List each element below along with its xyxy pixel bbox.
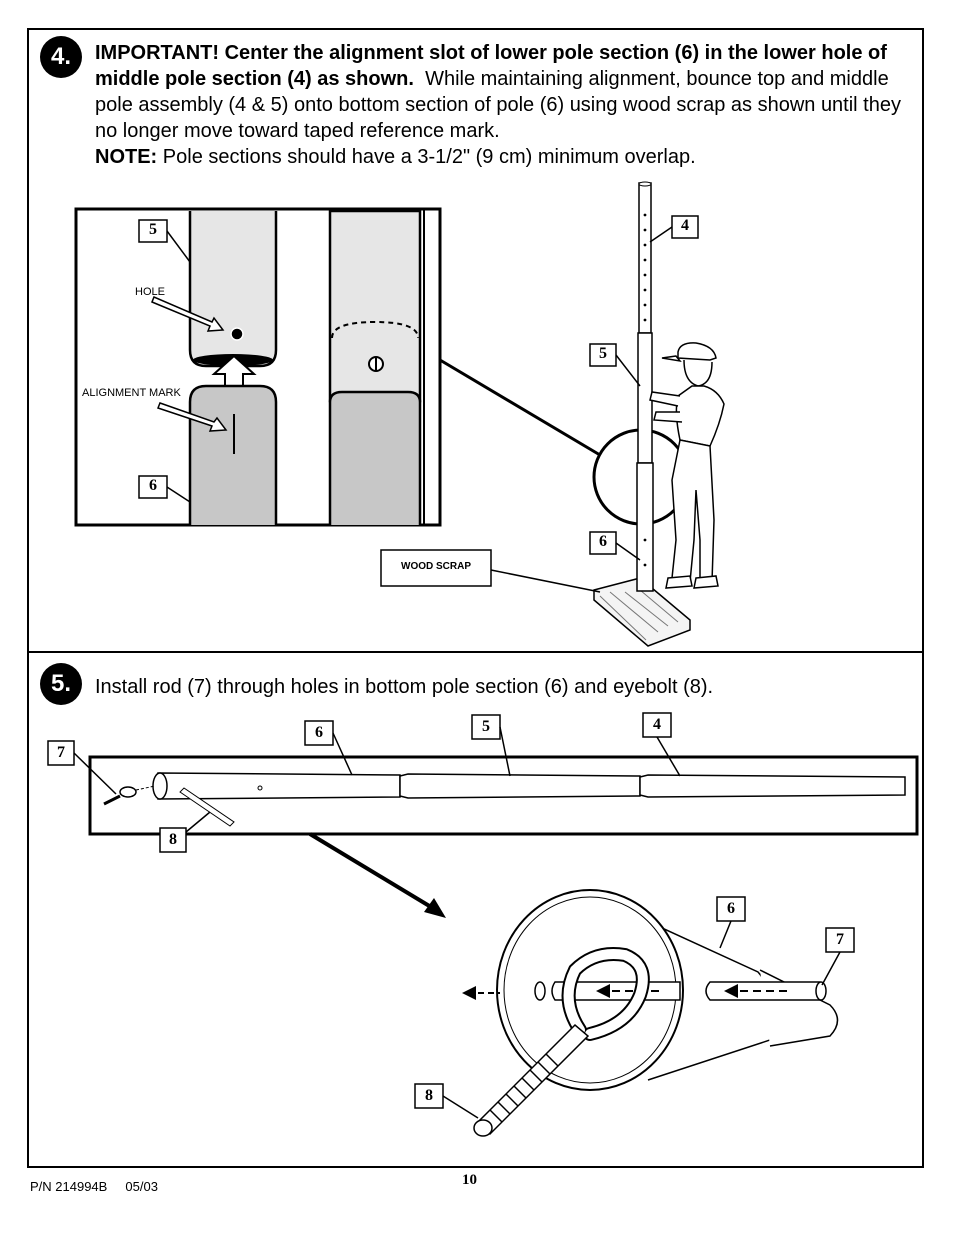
alignment-pointer-icon	[157, 402, 228, 432]
callout-detail-6: 6	[149, 477, 157, 494]
rod-outside-icon	[705, 981, 825, 1001]
callout-rod-7: 7	[57, 744, 65, 761]
revision-date: 05/03	[125, 1179, 158, 1194]
callout-section-5: 5	[482, 718, 490, 735]
step-4-instructions: IMPORTANT! Center the alignment slot of …	[95, 40, 905, 170]
horizontal-section-4	[639, 774, 906, 798]
step-5-number: 5.	[50, 670, 71, 697]
callout-section-6: 6	[315, 724, 323, 741]
hole-label: HOLE	[135, 286, 165, 298]
assembled-pole-lower	[328, 390, 422, 525]
callout-detail-eyebolt-8: 8	[425, 1087, 433, 1104]
page-number: 10	[462, 1172, 477, 1188]
step-4-number: 4.	[50, 43, 71, 70]
footer-part-info: P/N 214994B 05/03	[30, 1179, 158, 1194]
callout-pole-4: 4	[681, 217, 689, 234]
direction-arrow-icon	[462, 986, 476, 1000]
hole-icon	[230, 327, 244, 341]
hole-pointer-icon	[151, 296, 225, 332]
step-4-important: IMPORTANT! Center the alignment slot of …	[95, 42, 887, 90]
callout-eyebolt-8: 8	[169, 831, 177, 848]
wood-scrap-label: WOOD SCRAP	[401, 561, 471, 572]
callout-section-4: 4	[653, 716, 661, 733]
callout-detail-rod-7: 7	[836, 931, 844, 948]
step-4-note-text: Pole sections should have a 3-1/2" (9 cm…	[162, 146, 696, 168]
step-4-badge: 4.	[40, 36, 82, 78]
person-figure	[649, 342, 725, 589]
alignment-mark-label: ALIGNMENT MARK	[82, 387, 181, 399]
horizontal-section-5	[399, 773, 641, 799]
callout-pole-6: 6	[599, 533, 607, 550]
callout-detail-section-6: 6	[727, 900, 735, 917]
eyebolt-small-icon	[119, 786, 137, 798]
step-4-body: While maintaining alignment, bounce top …	[95, 68, 901, 142]
step-5-badge: 5.	[40, 663, 82, 705]
part-number: P/N 214994B	[30, 1179, 108, 1194]
insert-arrow-icon	[211, 354, 257, 387]
step-4-note-label: NOTE:	[95, 146, 158, 168]
pole-section-6	[636, 462, 654, 592]
section-divider	[27, 651, 924, 653]
callout-pole-5: 5	[599, 345, 607, 362]
rod-small-icon	[179, 787, 235, 827]
step-5-instructions: Install rod (7) through holes in bottom …	[95, 676, 714, 698]
eyebolt-loop-icon	[563, 949, 648, 1039]
page-frame	[27, 28, 924, 1168]
callout-detail-5: 5	[149, 221, 157, 238]
